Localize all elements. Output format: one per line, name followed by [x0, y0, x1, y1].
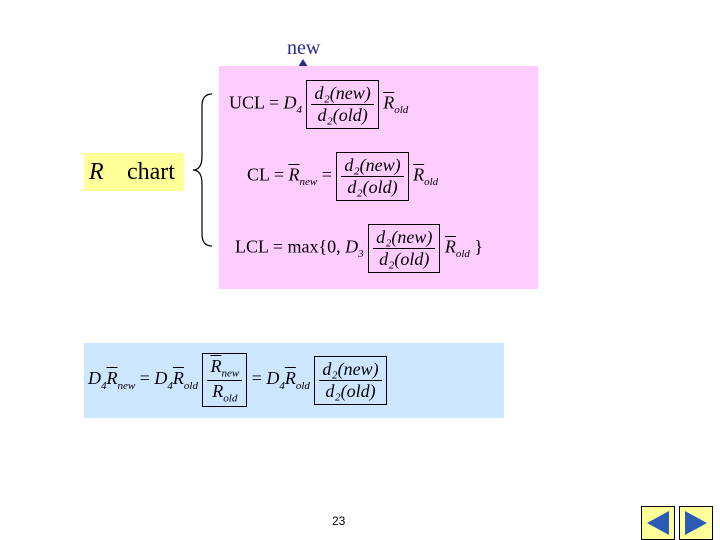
ucl-label: UCL = [229, 92, 279, 113]
deriv-f1-den-r: R [212, 380, 224, 401]
ucl-numerator: d₂(new) [311, 83, 374, 105]
deriv-equals-2: = [251, 368, 262, 389]
cl-equals: = [321, 164, 332, 185]
deriv-fraction-2: d₂(new) d₂(old) [319, 359, 382, 402]
triangle-left-icon [647, 511, 669, 535]
deriv-equals-1: = [139, 368, 150, 389]
r-chart-label: R chart [84, 153, 184, 191]
lcl-denominator: d₂(old) [379, 249, 430, 269]
deriv-r-new-sub: new [117, 379, 136, 392]
next-slide-button[interactable] [679, 506, 713, 540]
deriv-f1-numerator: Rnew [207, 356, 243, 381]
deriv-bracket-1: Rnew Rold [202, 353, 248, 408]
deriv-r-old-b: R [284, 368, 296, 389]
control-limits-panel: UCL = D4 d₂(new) d₂(old) Rold CL = Rnew … [219, 66, 538, 289]
lcl-r-old-sub: old [455, 248, 470, 261]
ucl-coef-sub: 4 [296, 104, 302, 117]
ucl-formula: UCL = D4 d₂(new) d₂(old) Rold [229, 80, 408, 129]
lcl-coef: D [345, 236, 359, 257]
deriv-f1-denominator: Rold [207, 381, 242, 405]
deriv-r-new: R [106, 368, 118, 389]
derivation-formula: D4Rnew = D4Rold Rnew Rold = D4Rold d₂(ne… [88, 353, 387, 408]
cl-bracket: d₂(new) d₂(old) [336, 152, 409, 201]
deriv-r-old-b-sub: old [295, 379, 310, 392]
derivation-panel: D4Rnew = D4Rold Rnew Rold = D4Rold d₂(ne… [84, 343, 504, 418]
lcl-r-old: R [444, 236, 456, 257]
deriv-d4-b: D [154, 368, 168, 389]
cl-r-old-sub: old [424, 176, 439, 189]
page-number: 23 [332, 514, 346, 528]
ucl-r-sub: old [394, 104, 409, 117]
ucl-fraction: d₂(new) d₂(old) [311, 83, 374, 126]
deriv-f1-num-r: R [210, 356, 222, 376]
lcl-label: LCL = max{0, [235, 236, 341, 257]
lcl-fraction: d₂(new) d₂(old) [373, 227, 436, 270]
lcl-coef-sub: 3 [358, 248, 364, 261]
lcl-close-brace: } [474, 236, 484, 257]
new-annotation-label: new [287, 37, 321, 59]
deriv-f1-num-sub: new [221, 367, 240, 380]
deriv-r-old-a-sub: old [183, 379, 198, 392]
deriv-d4-b-sub: 4 [167, 379, 173, 392]
cl-r-new: R [288, 164, 300, 185]
lcl-bracket: d₂(new) d₂(old) [368, 224, 441, 273]
cl-fraction: d₂(new) d₂(old) [341, 155, 404, 198]
r-symbol: R [89, 159, 104, 185]
chart-word: chart [127, 159, 175, 185]
deriv-f2-numerator: d₂(new) [319, 359, 382, 381]
deriv-d4-a-sub: 4 [101, 379, 107, 392]
cl-formula: CL = Rnew = d₂(new) d₂(old) Rold [247, 152, 438, 201]
ucl-coef: D [283, 92, 297, 113]
lcl-numerator: d₂(new) [373, 227, 436, 249]
cl-numerator: d₂(new) [341, 155, 404, 177]
deriv-d4-c-sub: 4 [279, 379, 285, 392]
ucl-r: R [383, 92, 395, 113]
ucl-bracket: d₂(new) d₂(old) [306, 80, 379, 129]
deriv-r-old-a: R [172, 368, 184, 389]
cl-label: CL = [247, 164, 284, 185]
deriv-fraction-1: Rnew Rold [207, 356, 243, 405]
previous-slide-button[interactable] [641, 506, 675, 540]
cl-r-old: R [413, 164, 425, 185]
lcl-formula: LCL = max{0, D3 d₂(new) d₂(old) Rold } [235, 224, 483, 273]
deriv-d4-c: D [266, 368, 280, 389]
deriv-f1-den-sub: old [223, 392, 238, 405]
triangle-right-icon [685, 511, 707, 535]
deriv-f2-denominator: d₂(old) [325, 380, 376, 401]
ucl-denominator: d₂(old) [317, 105, 368, 125]
deriv-d4-a: D [88, 368, 101, 389]
cl-r-new-sub: new [299, 176, 318, 189]
curly-brace-icon [192, 93, 213, 247]
deriv-bracket-2: d₂(new) d₂(old) [314, 355, 387, 405]
cl-denominator: d₂(old) [347, 177, 398, 197]
